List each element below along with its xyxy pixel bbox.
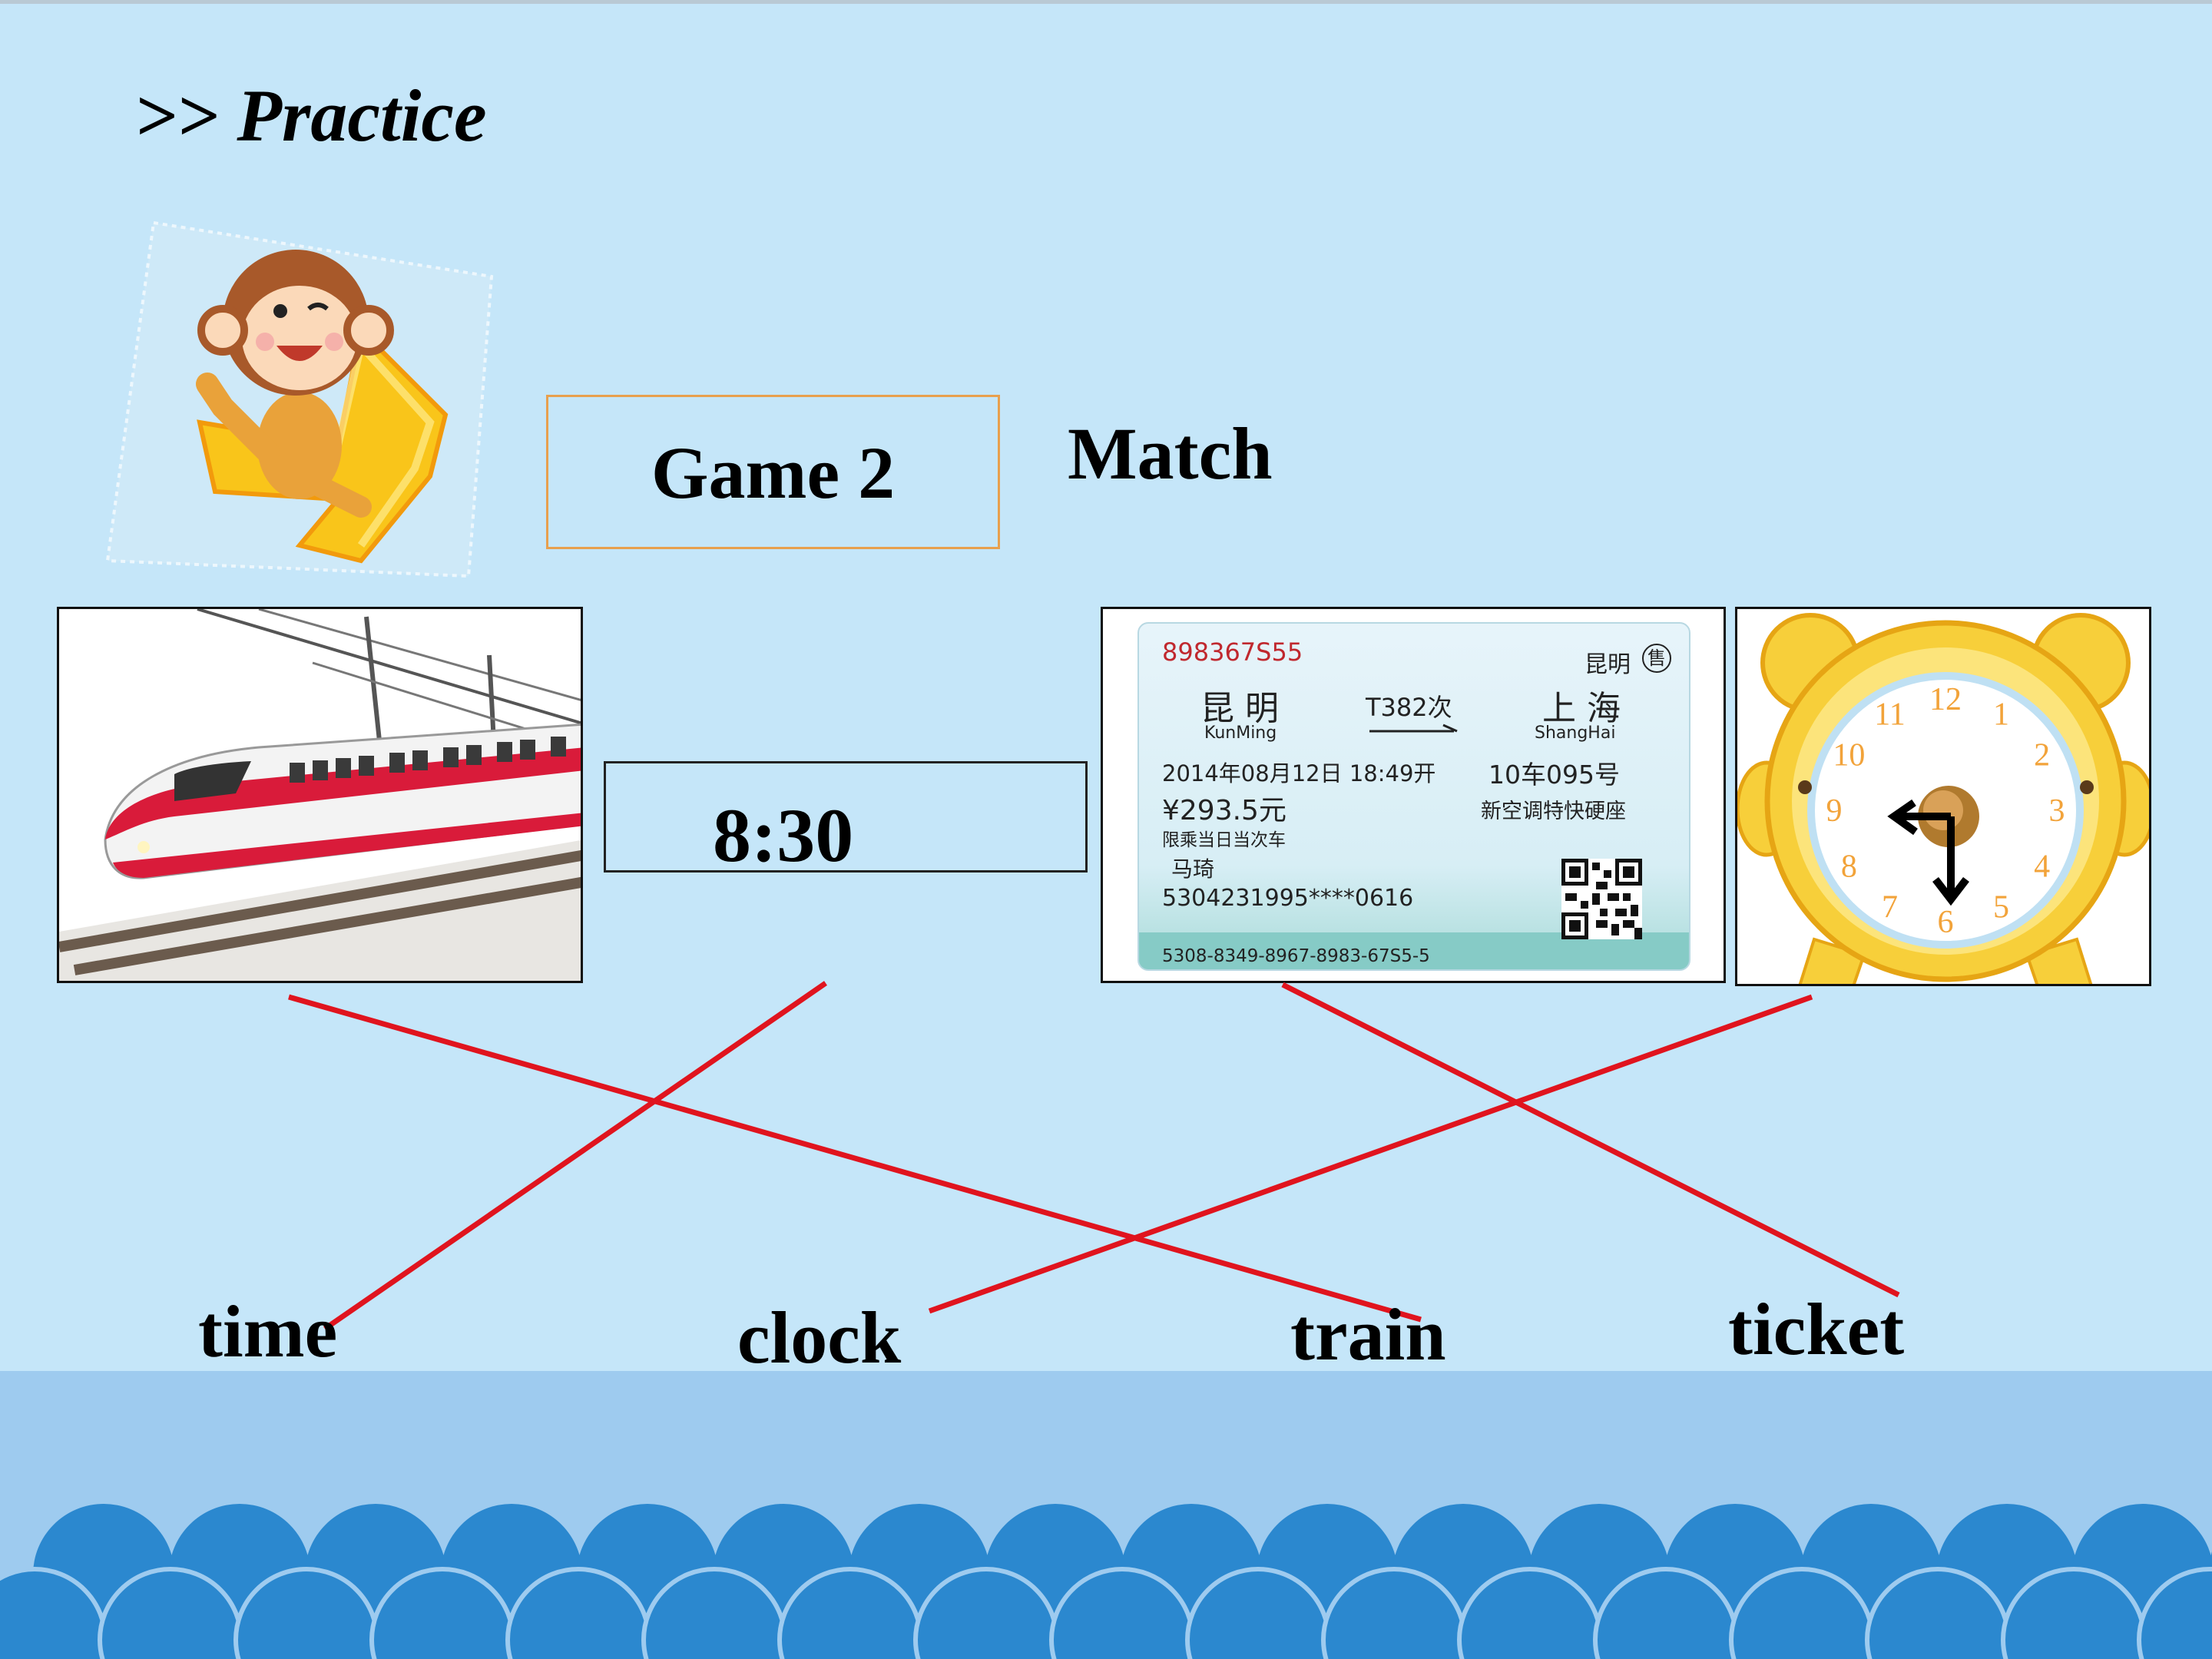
word-clock[interactable]: clock <box>737 1296 902 1379</box>
ticket-note: 限乘当日当次车 <box>1162 830 1286 850</box>
ticket-station-sold: 昆明 <box>1584 651 1631 678</box>
clock-number: 11 <box>1874 697 1905 732</box>
game-label-box: Game 2 <box>546 395 1000 549</box>
ticket-seat: 10车095号 <box>1488 760 1620 790</box>
ticket-train-no: T382次 <box>1366 693 1452 722</box>
ticket-to-pinyin: ShangHai <box>1535 724 1616 743</box>
word-train[interactable]: train <box>1290 1293 1446 1376</box>
qr-code-icon <box>1561 859 1642 939</box>
clock-number: 4 <box>2034 849 2050 885</box>
bottom-band <box>0 1371 2212 1659</box>
clock-number: 5 <box>1993 890 2009 926</box>
clock-number: 12 <box>1929 682 1962 717</box>
match-label: Match <box>1068 412 1273 495</box>
time-box <box>604 761 1088 873</box>
top-border <box>0 0 2212 4</box>
ticket-date-time: 2014年08月12日 18:49开 <box>1162 760 1436 786</box>
ticket-class: 新空调特快硬座 <box>1481 800 1626 823</box>
clock-number: 9 <box>1826 793 1843 829</box>
clock-number: 10 <box>1833 738 1865 773</box>
ticket-code-line: 5308-8349-8967-8983-67S5-5 <box>1162 946 1430 966</box>
clock-number: 1 <box>1993 697 2009 732</box>
slide-title: >> Practice <box>134 75 487 157</box>
match-line-train <box>288 994 1422 1323</box>
clock-number: 3 <box>2049 793 2065 829</box>
ticket-sold-mark: 售 <box>1642 644 1671 673</box>
ticket-serial: 898367S55 <box>1162 637 1303 667</box>
ticket-price: ¥293.5元 <box>1162 795 1286 826</box>
clock-number: 6 <box>1938 905 1954 940</box>
game-label: Game 2 <box>651 432 896 514</box>
ticket-card: 898367S55 昆明 售 昆 明 KunMing T382次 上 海 Sha… <box>1137 622 1690 971</box>
ticket-from-pinyin: KunMing <box>1204 724 1277 743</box>
clock-number: 2 <box>2034 738 2050 773</box>
clock-number: 8 <box>1841 849 1857 885</box>
word-time[interactable]: time <box>198 1290 338 1373</box>
ticket-picture[interactable]: 898367S55 昆明 售 昆 明 KunMing T382次 上 海 Sha… <box>1101 607 1726 983</box>
ticket-to: 上 海 <box>1542 689 1621 728</box>
ticket-passenger: 马琦 <box>1171 856 1215 882</box>
match-line-ticket <box>1281 982 1900 1298</box>
match-line-time <box>323 981 827 1331</box>
match-line-clock <box>928 994 1813 1314</box>
ticket-arrow-icon <box>1369 724 1458 733</box>
ticket-from: 昆 明 <box>1200 689 1279 728</box>
time-value: 8:30 <box>713 793 854 878</box>
ticket-id-number: 5304231995****0616 <box>1162 885 1414 912</box>
clock-number: 7 <box>1882 890 1898 926</box>
train-picture[interactable] <box>57 607 583 983</box>
word-ticket[interactable]: ticket <box>1728 1288 1905 1370</box>
